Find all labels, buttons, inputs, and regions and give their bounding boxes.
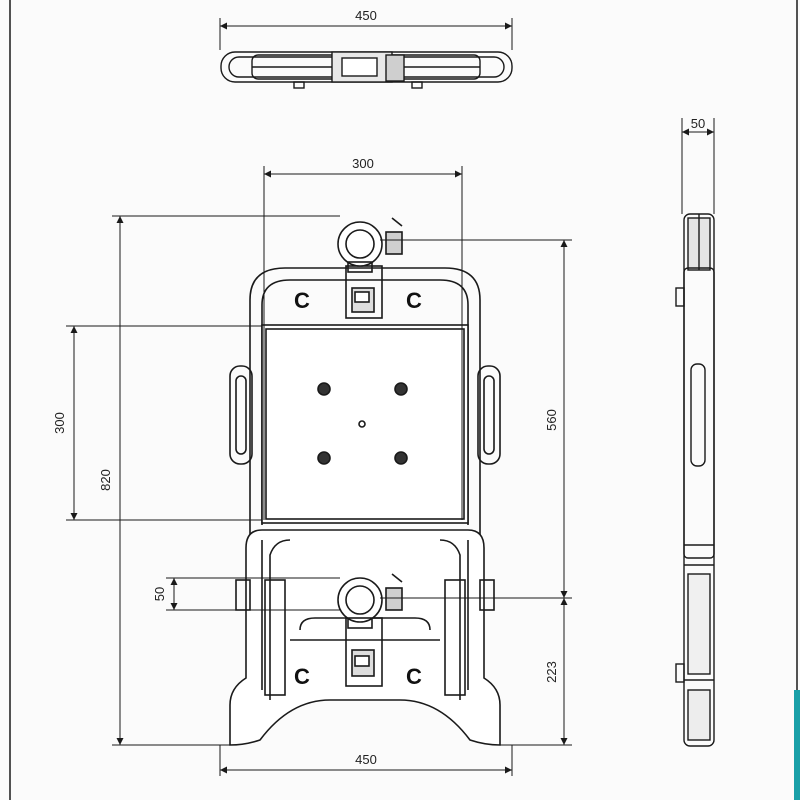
c-mark-lower-right: C	[406, 664, 422, 689]
c-mark-upper-right: C	[406, 288, 422, 313]
top-view	[220, 51, 513, 89]
dim-clamp-spacing: 560	[544, 409, 559, 431]
dim-plate-width: 300	[352, 156, 374, 171]
accent-edge	[794, 690, 800, 800]
dim-clamp-offset: 50	[152, 587, 167, 601]
front-view	[229, 217, 501, 746]
side-view	[675, 213, 715, 747]
dim-lower-clamp-height: 223	[544, 661, 559, 683]
c-mark-lower-left: C	[294, 664, 310, 689]
dim-bottom-width: 450	[355, 752, 377, 767]
dim-top-width: 450	[355, 8, 377, 23]
dim-plate-height: 300	[52, 412, 67, 434]
sheet-border	[9, 0, 798, 800]
c-mark-upper-left: C	[294, 288, 310, 313]
dim-overall-height: 820	[98, 469, 113, 491]
dimension-lines	[66, 18, 715, 776]
dim-side-depth: 50	[691, 116, 705, 131]
